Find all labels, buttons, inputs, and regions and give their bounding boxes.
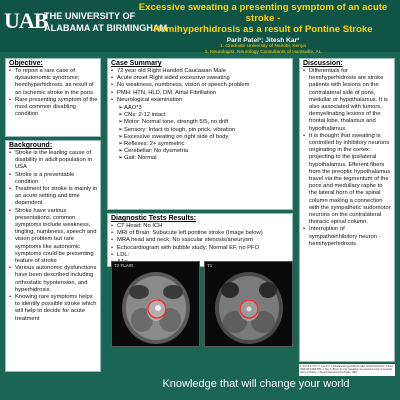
objective-title: Objective: — [9, 60, 43, 67]
background-item: Stroke have various presentations, commo… — [9, 208, 98, 266]
brain-scan-t1-graphic — [215, 272, 283, 344]
university-name-line1: THE UNIVERSITY OF — [44, 11, 136, 21]
mri-t1-image: T1 — [204, 261, 293, 347]
discussion-title: Discussion: — [303, 60, 343, 67]
background-item: Stroke is the leading cause of disabilit… — [9, 150, 98, 172]
affiliation-1: 1. Graduate University of Nairobi, Kenya — [220, 44, 306, 49]
case-item: 72 year old Right Handed Caucasian Male — [111, 68, 290, 75]
tests-title: Diagnostic Tests Results: — [111, 215, 197, 222]
objective-list: To report a rare case of dysautonomic sy… — [6, 67, 100, 118]
case-item: Neurological examination: — [111, 97, 290, 104]
discussion-item: It is thought that sweating is controlle… — [303, 133, 392, 227]
university-name: THE UNIVERSITY OF ALABAMA AT BIRMINGHAM — [44, 10, 167, 34]
mri-flair-image: T2 FLAIR — [111, 261, 200, 347]
uab-logo-mark: UAB — [4, 8, 48, 33]
poster-header: UAB THE UNIVERSITY OF ALABAMA AT BIRMING… — [0, 0, 400, 55]
authors: Parit Patel¹; Jitesh Kar² — [226, 37, 300, 44]
test-item: LDL: — [111, 252, 290, 259]
diagnostic-tests-panel: Diagnostic Tests Results: CT Head: No IC… — [107, 213, 293, 268]
test-item: Echocardiogram with bubble study: Normal… — [111, 245, 290, 252]
test-item: CT Head: No ICH — [111, 223, 290, 230]
references: 1. Kim B.S. Kim Y.I. Lee K.S. Contralate… — [299, 364, 395, 376]
title-block: Excessive sweating a presenting symptom … — [128, 2, 398, 56]
background-item: Treatment for stroke is mainly in an acu… — [9, 186, 98, 208]
neuroimaging-title: Neuroimaging — [186, 252, 234, 259]
exam-item: Cerebellar: No dysmetria — [118, 148, 290, 155]
test-item: MRA head and neck: No vascular stenosis/… — [111, 237, 290, 244]
background-item: Various autonomic dysfunctions have been… — [9, 265, 98, 294]
case-summary-panel: Case Summary 72 year old Right Handed Ca… — [107, 58, 293, 210]
brain-scan-flair-graphic — [122, 272, 190, 344]
objective-panel: Objective: To report a rare case of dysa… — [5, 58, 101, 137]
case-item: PMH: HTN, HLD, DM, Atrial Fibrillation — [111, 90, 290, 97]
background-title: Background: — [9, 142, 53, 149]
background-panel: Background: Stroke is the leading cause … — [5, 140, 101, 372]
objective-item: Rare presenting symptom of the most comm… — [9, 97, 98, 119]
exam-item: Gait: Normal — [118, 155, 290, 162]
flair-label: T2 FLAIR — [114, 263, 134, 268]
exam-item: Motor: Normal tone, strength 5/5, no dri… — [118, 119, 290, 126]
background-list: Stroke is the leading cause of disabilit… — [6, 149, 100, 323]
case-summary-list: 72 year old Right Handed Caucasian Male … — [108, 67, 292, 104]
affiliation-2: 2. Neurologist, Neurology Consultants of… — [204, 50, 322, 55]
discussion-list: Differentials for hemihyperhidrosis are … — [300, 67, 394, 248]
poster-title-line1: Excessive sweating a presenting symptom … — [138, 2, 388, 24]
tests-list: CT Head: No ICH MRI of Brain: Subacute l… — [108, 222, 292, 266]
exam-list: AAO*3 CNs: 2-12 intact Motor: Normal ton… — [108, 104, 292, 163]
exam-item: CNs: 2-12 intact — [118, 112, 290, 119]
exam-item-highlight: Excessive sweating on right side of body — [118, 134, 290, 141]
tagline: Knowledge that will change your world — [162, 378, 350, 390]
case-item: No weakness, numbness, vision or speech … — [111, 82, 290, 89]
exam-item: Reflexes: 2+ symmetric — [118, 141, 290, 148]
discussion-item: Differentials for hemihyperhidrosis are … — [303, 68, 392, 133]
poster-title-line2: Hemihyperhidrosis as a result of Pontine… — [153, 24, 373, 35]
university-name-line2: ALABAMA AT BIRMINGHAM — [44, 23, 168, 33]
discussion-panel: Discussion: Differentials for hemihyperh… — [299, 58, 395, 362]
background-item: Knowing rare symptoms helps to identify … — [9, 294, 98, 323]
test-item-mri: MRI of Brain: Subacute left pontine stro… — [111, 230, 290, 237]
exam-item: AAO*3 — [118, 105, 290, 112]
case-summary-title: Case Summary — [111, 60, 162, 67]
objective-item: To report a rare case of dysautonomic sy… — [9, 68, 98, 97]
case-item: Acute onset Right sided excessive sweati… — [111, 75, 290, 82]
background-item: Stroke is a preventable condition — [9, 172, 98, 186]
discussion-item: Interruption of sympathoinhibitory neuro… — [303, 226, 392, 248]
exam-item: Sensory: Intact to tough, pin prick, vib… — [118, 127, 290, 134]
t1-label: T1 — [207, 263, 213, 268]
